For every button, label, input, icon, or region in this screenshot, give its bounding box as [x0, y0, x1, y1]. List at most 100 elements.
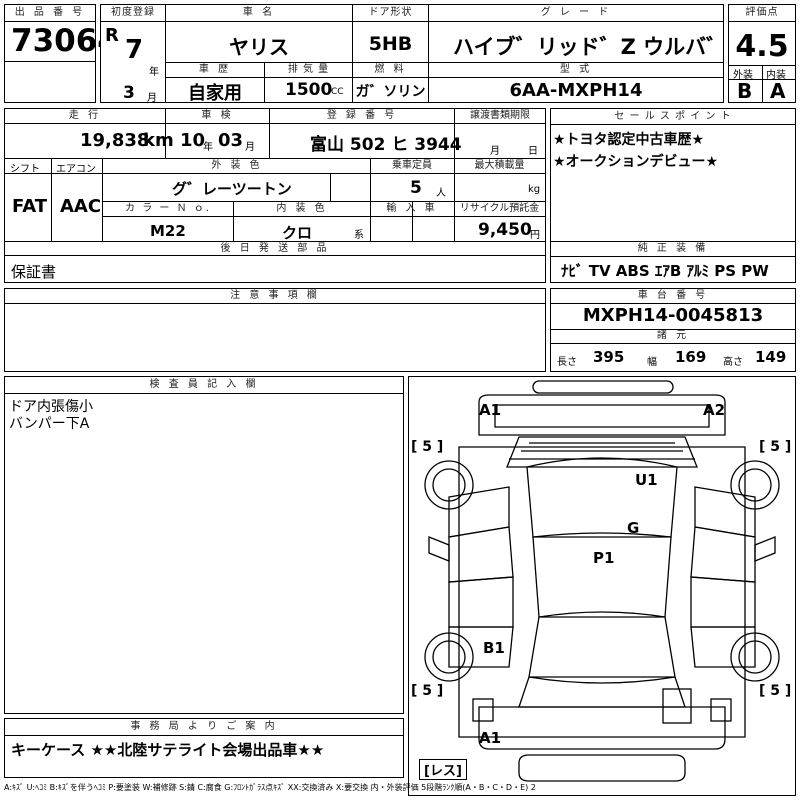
- ext-color: グ゛レーツートン: [172, 180, 292, 198]
- displacement: 1500: [285, 80, 333, 100]
- mileage: 19,838: [80, 130, 150, 151]
- door-label: ドア形状: [368, 7, 413, 18]
- history: 自家用: [188, 83, 242, 104]
- transfer-day: 日: [528, 146, 538, 157]
- interior-label: 内装: [766, 70, 786, 81]
- mileage-unit: km: [143, 130, 174, 151]
- model: 6AA-MXPH14: [509, 80, 643, 101]
- tire-left-front: [ 5 ]: [411, 439, 444, 455]
- month: 3: [123, 83, 135, 103]
- mark-a1-rear: A1: [479, 729, 502, 747]
- color-no-label: カ ラ ー Ｎ ｏ.: [125, 203, 211, 214]
- load-unit: kg: [528, 184, 541, 195]
- chassis-cell: 車 台 番 号 MXPH14-0045813 諸 元 長さ 395 幅 169 …: [550, 288, 796, 372]
- int-color-unit: 系: [354, 230, 364, 241]
- specs-label: 諸 元: [656, 330, 690, 341]
- spare-tire: [レス]: [419, 759, 467, 780]
- history-label: 車 歴: [198, 64, 232, 75]
- height-label: 高さ: [723, 357, 743, 368]
- grade: ハイブ゛リッド゛Z ウルバ゛ーノ: [453, 35, 768, 59]
- model-cell: 型 式 6AA-MXPH14: [428, 62, 724, 103]
- info-block: [4, 108, 546, 256]
- load-label: 最大積載量: [474, 160, 525, 171]
- chassis-label: 車 台 番 号: [637, 290, 709, 301]
- tire-left-rear: [ 5 ]: [411, 683, 444, 699]
- era: R: [105, 25, 119, 46]
- first-reg-cell: 初度登録 R 7 年 3 月: [100, 4, 166, 104]
- first-reg-label: 初度登録: [111, 7, 155, 18]
- interior-grade: A: [770, 79, 786, 103]
- transfer-label: 譲渡書類期限: [470, 110, 530, 121]
- width: 169: [675, 348, 707, 366]
- mark-a2-front: A2: [703, 401, 726, 419]
- later-parts: 保証書: [11, 263, 57, 281]
- exterior-label: 外装: [733, 70, 753, 81]
- year-unit: 年: [149, 67, 159, 78]
- inspector-cell: 検 査 員 記 入 欄 ドア内張傷小 バンパー下A: [4, 376, 404, 714]
- sales-point-label: セ ー ル ス ポ イ ン ト: [614, 111, 732, 122]
- model-label: 型 式: [559, 64, 593, 75]
- office-text: キーケース ★★北陸サテライト会場出品車★★: [11, 741, 325, 759]
- score-cell: 評価点 4.5 外装 内装 B A: [728, 4, 796, 103]
- car-name: ヤリス: [229, 35, 289, 59]
- equipment: ﾅﾋﾞ TV ABS ｴｱB ｱﾙﾐ PS PW: [561, 262, 769, 280]
- history-cell: 車 歴 自家用: [165, 62, 265, 104]
- mileage-label: 走 行: [68, 110, 102, 121]
- tire-right-rear: [ 5 ]: [759, 683, 792, 699]
- score: 4.5: [735, 29, 789, 64]
- mark-p1: P1: [593, 549, 615, 567]
- office-cell: 事 務 局 よ り ご 案 内 キーケース ★★北陸サテライト会場出品車★★: [4, 718, 404, 778]
- recycle-label: リサイクル預託金: [459, 203, 540, 214]
- month-unit: 月: [147, 93, 157, 104]
- door: 5HB: [368, 33, 413, 55]
- fuel-label: 燃 料: [374, 64, 407, 75]
- exterior-grade: B: [737, 79, 753, 103]
- sales-point-2: ★オークションデビュー★: [553, 154, 719, 170]
- lot-no-cell: 出 品 番 号 73064: [4, 4, 119, 103]
- mark-b1: B1: [483, 639, 505, 657]
- sales-point-1: ★トヨタ認定中古車歴★: [553, 132, 705, 148]
- recycle-unit: 円: [530, 230, 540, 241]
- color-no: M22: [150, 222, 186, 240]
- displacement-label: 排 気 量: [287, 64, 330, 75]
- inspection-month-unit: 月: [245, 142, 255, 153]
- ac-label: エアコン: [56, 164, 96, 175]
- mark-a1-front: A1: [479, 401, 502, 419]
- shift-label: シフト: [10, 164, 40, 175]
- reg-no-label: 登 録 番 号: [326, 110, 398, 121]
- int-color-label: 内 装 色: [276, 203, 328, 214]
- import-label: 輸 入 車: [386, 203, 438, 214]
- reg-no: 富山 502 ヒ 3944: [310, 135, 462, 155]
- car-name-cell: 車 名 ヤリス: [165, 4, 353, 63]
- inspection-year: 10: [180, 130, 206, 151]
- length: 395: [593, 348, 625, 366]
- car-diagram: A1 A2 U1 G P1 B1 A1 [ 5 ] [ 5 ] [ 5 ] [ …: [408, 376, 796, 796]
- office-label: 事 務 局 よ り ご 案 内: [130, 721, 278, 732]
- later-parts-label: 後 日 発 送 部 品: [220, 243, 330, 254]
- recycle: 9,450: [478, 220, 532, 240]
- tire-right-front: [ 5 ]: [759, 439, 792, 455]
- inspection-month: 03: [218, 130, 244, 151]
- fuel: ガ゛ソリン: [355, 84, 426, 100]
- displacement-unit: CC: [331, 87, 344, 97]
- notes-label: 注 意 事 項 欄: [230, 290, 320, 301]
- height: 149: [755, 348, 787, 366]
- legend: A:ｷｽﾞ U:ﾍｺﾐ B:ｷｽﾞを伴うﾍｺﾐ P:要塗装 W:補修跡 S:錆 …: [4, 783, 536, 792]
- length-label: 長さ: [557, 357, 577, 368]
- grade-label: グ レ ー ド: [540, 7, 612, 18]
- inspector-line-2: バンパー下A: [9, 416, 90, 432]
- later-parts-cell: 保証書: [4, 255, 546, 283]
- transfer-month: 月: [490, 146, 500, 157]
- car-outline: [424, 380, 780, 782]
- equipment-cell: 純 正 装 備 ﾅﾋﾞ TV ABS ｴｱB ｱﾙﾐ PS PW: [550, 241, 796, 283]
- mark-u1: U1: [635, 471, 658, 489]
- capacity: 5: [410, 178, 422, 198]
- mark-g: G: [627, 519, 640, 537]
- inspector-line-1: ドア内張傷小: [9, 399, 93, 415]
- inspection-label: 車 検: [201, 110, 234, 121]
- chassis-no: MXPH14-0045813: [582, 305, 764, 326]
- inspection-year-unit: 年: [203, 142, 213, 153]
- equipment-label: 純 正 装 備: [637, 243, 709, 254]
- sales-point-cell: セ ー ル ス ポ イ ン ト ★トヨタ認定中古車歴★ ★オークションデビュー★: [550, 108, 796, 242]
- capacity-unit: 人: [436, 188, 446, 199]
